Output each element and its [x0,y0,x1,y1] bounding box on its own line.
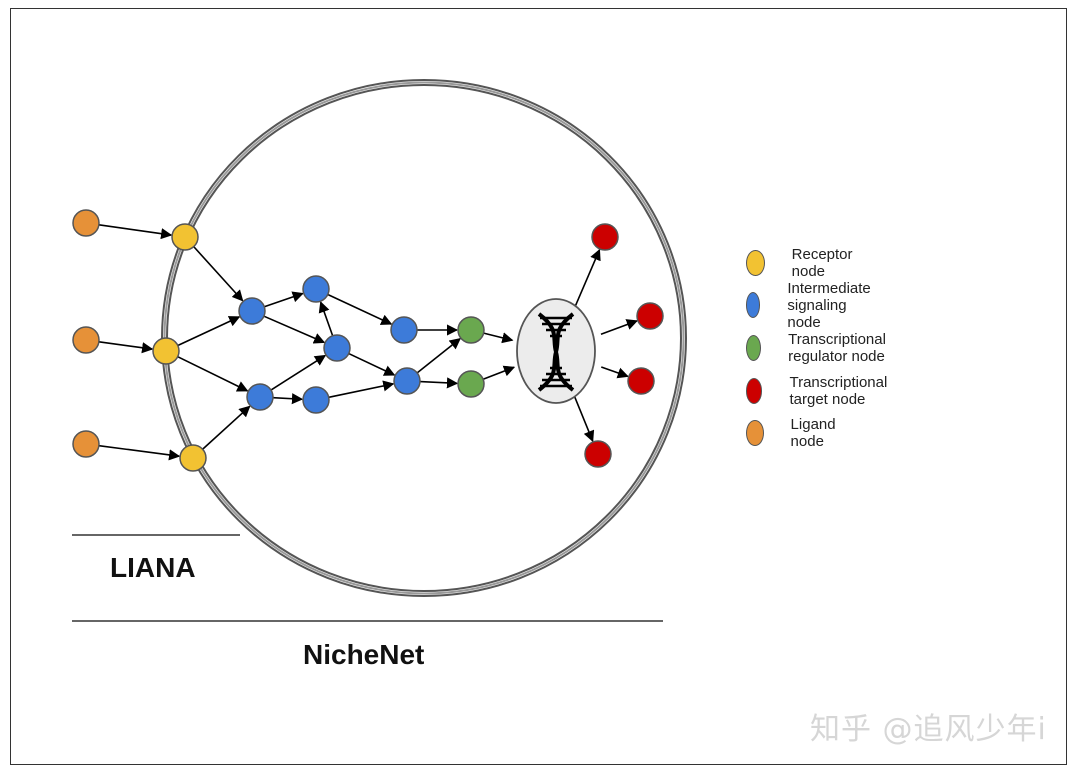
edge-arrow [272,393,304,405]
edge-arrow [270,354,327,391]
edge-arrow [328,380,395,399]
edge-arrow [98,340,154,354]
ligand-node [72,326,100,354]
watermark: 知乎 @追风少年i [810,712,1047,747]
legend-item-receptor: Receptor node [746,246,860,280]
edge-arrow [573,395,595,443]
edge-arrow [202,405,251,450]
regulator-swatch [746,335,762,361]
receptor-node [171,223,199,251]
target-node [627,367,655,395]
regulator-node [457,370,485,398]
edge-arrow [177,316,241,347]
legend-label: Transcriptional regulator node [788,331,886,365]
legend-item-target: Transcriptional target node [746,374,897,408]
edge-arrow [600,366,629,379]
edge-arrow [327,293,393,325]
signaling-node [302,386,330,414]
signaling-node [323,334,351,362]
target-node [591,223,619,251]
edge-arrow [177,355,249,392]
signaling-swatch [746,292,761,318]
legend-item-ligand: Ligand node [746,416,844,450]
signaling-node [302,275,330,303]
signaling-node [390,316,418,344]
signaling-node [246,383,274,411]
edge-arrow [348,352,396,376]
ligand-node [72,430,100,458]
edge-arrow [193,246,244,302]
edge-arrow [98,444,181,461]
edge-arrow [416,338,461,374]
legend-item-signaling: Intermediate signaling node [746,280,882,331]
dna-icon [537,312,575,392]
edge-arrow [318,301,334,337]
target-node [584,440,612,468]
receptor-node [152,337,180,365]
liana-label: LIANA [110,552,196,583]
edge-arrow [482,365,516,381]
legend-label: Receptor node [791,246,853,280]
signaling-node [238,297,266,325]
edge-arrow [574,248,601,308]
target-swatch [746,378,763,404]
target-node [636,302,664,330]
ligand-node [72,209,100,237]
edge-arrow [600,319,638,336]
receptor-swatch [746,250,765,276]
figure-frame [10,8,1067,765]
edge-arrow [98,224,173,240]
nichenet-label: NicheNet [303,639,425,670]
cell-membrane [161,79,687,597]
edge-arrow [419,377,459,389]
regulator-node [457,316,485,344]
signaling-node [393,367,421,395]
edge-arrow [483,332,514,344]
edge-layer [98,224,638,461]
legend-label: Ligand node [790,416,836,450]
edge-arrow [263,315,326,344]
legend-label: Intermediate signaling node [787,279,871,331]
receptor-node [179,444,207,472]
edge-arrow [264,291,304,308]
ligand-swatch [746,420,764,446]
legend-label: Transcriptional target node [789,374,888,408]
node-layer [72,209,664,472]
legend-item-regulator: Transcriptional regulator node [746,331,897,365]
